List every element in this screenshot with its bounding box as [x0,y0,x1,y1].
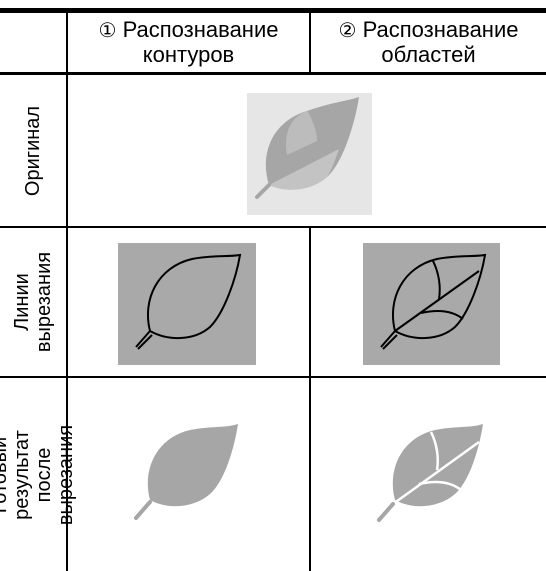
cut-lines-contour-image [118,243,256,365]
cut-lines-area-vein-lower [420,310,464,320]
table-header-rule [0,72,546,75]
result-contour-leaf [147,424,238,507]
row-label-result-cell: Готовый результат после вырезания [0,378,77,571]
result-area-vein-upper [429,431,439,471]
table-top-rule [0,8,546,13]
cut-lines-area-image [363,243,500,365]
cut-lines-area-outline [391,253,487,340]
column-header-area: ② Распознавание областей [311,13,546,72]
original-leaf-image [247,93,372,215]
result-contour-image [134,424,238,520]
row-label-cut-lines: Линии вырезания [11,251,55,353]
row-label-result: Готовый результат после вырезания [0,424,78,525]
table-col-rule-2-top [309,8,311,75]
column-label-1: Распознавание контуров [122,17,279,67]
cut-lines-area-vein-upper [432,260,441,300]
cut-lines-contour-stem [137,334,153,350]
column-header-contour: ① Распознавание контуров [68,13,309,72]
table-col-rule-1 [66,8,68,571]
row-label-cut-lines-cell: Линии вырезания [0,228,66,376]
cut-lines-area-vein-main [394,270,480,332]
column-number-2: ② [338,20,357,42]
original-leaf-region-light-2 [285,111,317,155]
cut-lines-area-stem [380,330,398,350]
result-area-image [377,424,483,522]
result-contour-stem [134,500,152,520]
table-col-rule-2-bottom [309,226,311,571]
result-area-vein-main [392,440,480,506]
table-row-rule-1 [0,226,546,228]
column-number-1: ① [98,20,117,42]
original-leaf-stem [255,183,271,199]
original-leaf-region-light [269,149,339,190]
column-label-2: Распознавание областей [362,17,519,67]
cut-lines-contour-outline [135,253,242,348]
table-row-rule-2 [0,376,546,378]
row-label-original: Оригинал [22,105,44,196]
row-label-original-cell: Оригинал [0,75,66,226]
result-area-vein-lower [418,480,462,492]
result-area-stem [377,502,395,522]
original-leaf-body-dark [265,97,359,190]
